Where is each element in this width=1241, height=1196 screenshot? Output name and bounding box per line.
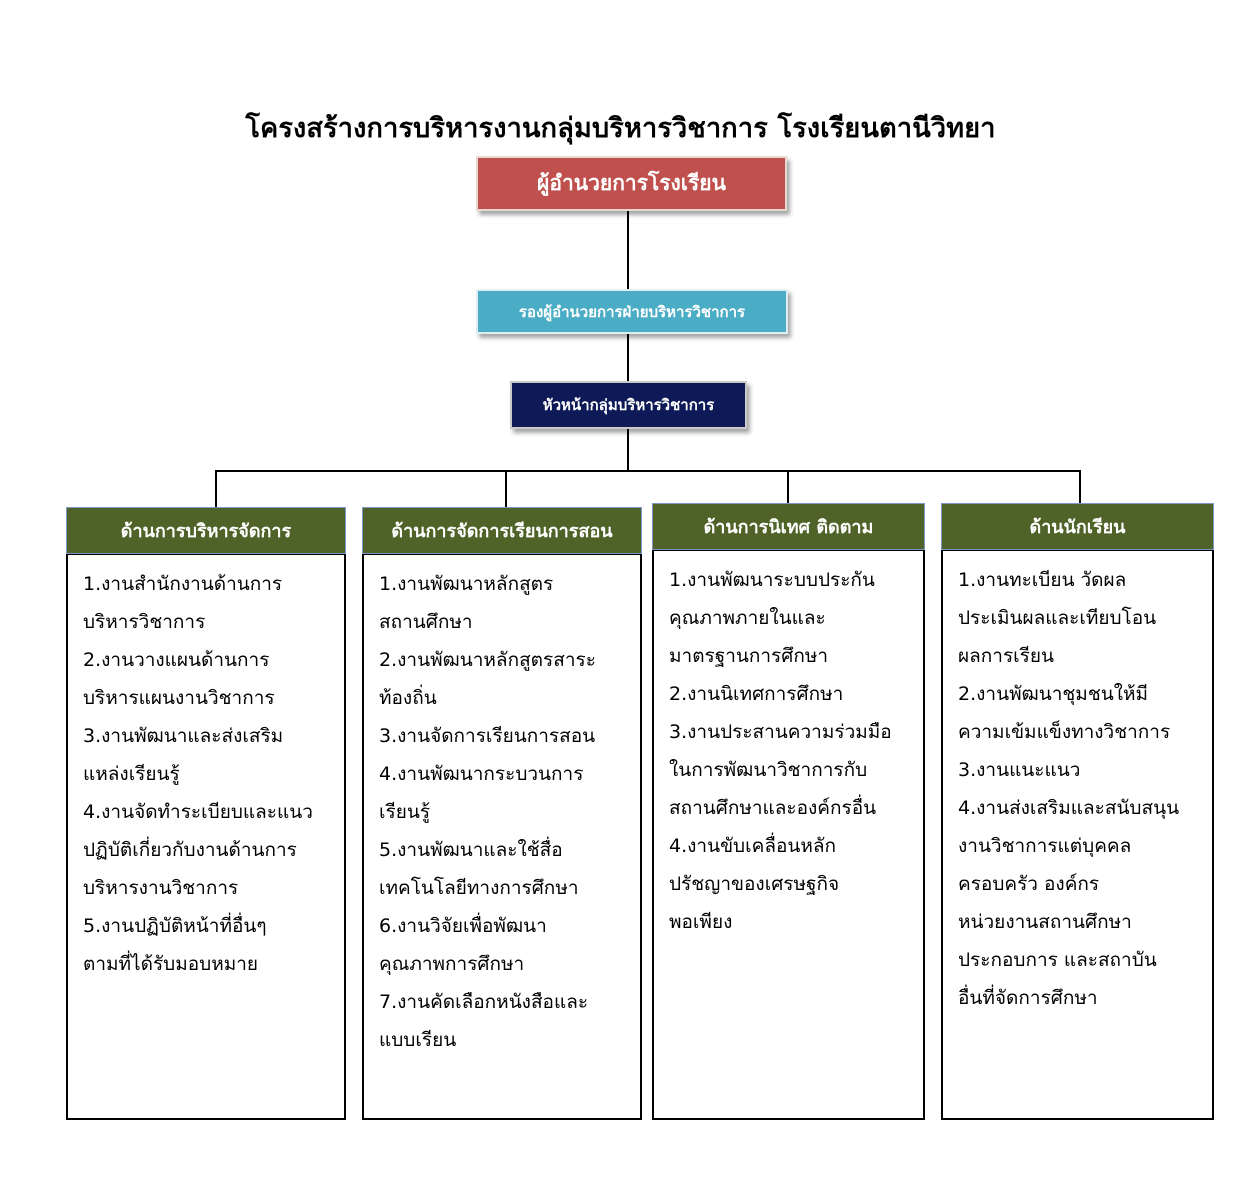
division-item-line: 4.งานจัดทำระเบียบและแนว [83, 801, 313, 823]
division-item-line: เรียนรู้ [379, 801, 431, 823]
connector-drop-2 [505, 470, 507, 508]
division-item-line: คุณภาพการศึกษา [379, 953, 525, 975]
division-item-line: 5.งานพัฒนาและใช้สื่อ [379, 839, 563, 861]
division-item-line: 3.งานประสานความร่วมมือ [669, 721, 892, 743]
division-item-line: บริหารแผนงานวิชาการ [83, 687, 275, 709]
division-body-supervision: 1.งานพัฒนาระบบประกัน คุณภาพภายในและ มาตร… [652, 549, 925, 1120]
division-item-line: ในการพัฒนาวิชาการกับ [669, 759, 868, 781]
division-item-line: 1.งานทะเบียน วัดผล [958, 569, 1127, 591]
division-item-line: 2.งานพัฒนาหลักสูตรสาระ [379, 649, 596, 671]
division-item-line: 6.งานวิจัยเพื่อพัฒนา [379, 915, 547, 937]
division-header-students: ด้านนักเรียน [941, 503, 1214, 550]
connector-drop-4 [1079, 470, 1081, 504]
division-item-line: ผลการเรียน [958, 645, 1054, 667]
division-header-management: ด้านการบริหารจัดการ [66, 507, 346, 554]
connector-head-bus [627, 429, 629, 471]
division-body-management: 1.งานสำนักงานด้านการ บริหารวิชาการ 2.งาน… [66, 553, 346, 1120]
connector-director-deputy [627, 211, 629, 289]
division-item-line: 4.งานพัฒนากระบวนการ [379, 763, 584, 785]
division-item-line: 1.งานพัฒนาหลักสูตร [379, 573, 554, 595]
division-item-line: ตามที่ได้รับมอบหมาย [83, 953, 259, 975]
division-item-line: ปฏิบัติเกี่ยวกับงานด้านการ [83, 839, 297, 861]
division-item-line: 3.งานพัฒนาและส่งเสริม [83, 725, 284, 747]
division-item-line: บริหารงานวิชาการ [83, 877, 239, 899]
division-item-line: ครอบครัว องค์กร [958, 873, 1100, 895]
connector-drop-1 [215, 470, 217, 508]
division-item-line: ปรัชญาของเศรษฐกิจ [669, 873, 840, 895]
division-item-line: 1.งานสำนักงานด้านการ [83, 573, 283, 595]
division-item-line: แหล่งเรียนรู้ [83, 763, 180, 785]
division-item-line: 4.งานส่งเสริมและสนับสนุน [958, 797, 1180, 819]
division-item-line: ความเข้มแข็งทางวิชาการ [958, 721, 1171, 743]
connector-horizontal-bus [215, 470, 1081, 472]
division-item-line: คุณภาพภายในและ [669, 607, 826, 629]
connector-deputy-head [627, 334, 629, 381]
division-item-line: มาตรฐานการศึกษา [669, 645, 829, 667]
division-item-line: 3.งานจัดการเรียนการสอน [379, 725, 596, 747]
division-item-line: งานวิชาการแต่บุคคล [958, 835, 1132, 857]
division-body-teaching: 1.งานพัฒนาหลักสูตร สถานศึกษา 2.งานพัฒนาห… [362, 553, 642, 1120]
director-box: ผู้อำนวยการโรงเรียน [476, 156, 787, 211]
division-header-teaching: ด้านการจัดการเรียนการสอน [362, 507, 642, 554]
division-item-line: หน่วยงานสถานศึกษา [958, 911, 1132, 933]
division-item-line: 1.งานพัฒนาระบบประกัน [669, 569, 875, 591]
academic-head-box: หัวหน้ากลุ่มบริหารวิชาการ [510, 381, 747, 429]
division-item-line: 2.งานพัฒนาชุมชนให้มี [958, 683, 1149, 705]
division-item-line: 7.งานคัดเลือกหนังสือและ [379, 991, 589, 1013]
deputy-director-box: รองผู้อำนวยการฝ่ายบริหารวิชาการ [476, 289, 788, 334]
chart-title: โครงสร้างการบริหารงานกลุ่มบริหารวิชาการ … [245, 113, 996, 144]
division-item-line: แบบเรียน [379, 1029, 457, 1051]
division-item-line: ท้องถิ่น [379, 687, 437, 709]
division-item-line: พอเพียง [669, 911, 733, 933]
division-item-line: สถานศึกษา [379, 611, 473, 633]
division-item-line: 5.งานปฏิบัติหน้าที่อื่นๆ [83, 915, 267, 937]
division-item-line: 4.งานขับเคลื่อนหลัก [669, 835, 837, 857]
division-item-line: 2.งานนิเทศการศึกษา [669, 683, 844, 705]
division-item-line: อื่นที่จัดการศึกษา [958, 987, 1098, 1009]
division-item-line: ประกอบการ และสถาบัน [958, 949, 1157, 971]
division-item-line: 3.งานแนะแนว [958, 759, 1081, 781]
division-body-students: 1.งานทะเบียน วัดผล ประเมินผลและเทียบโอน … [941, 549, 1214, 1120]
division-item-line: เทคโนโลยีทางการศึกษา [379, 877, 579, 899]
division-item-line: 2.งานวางแผนด้านการ [83, 649, 270, 671]
division-item-line: สถานศึกษาและองค์กรอื่น [669, 797, 877, 819]
connector-drop-3 [787, 470, 789, 504]
division-item-line: ประเมินผลและเทียบโอน [958, 607, 1157, 629]
division-header-supervision: ด้านการนิเทศ ติดตาม [652, 503, 925, 550]
division-item-line: บริหารวิชาการ [83, 611, 206, 633]
